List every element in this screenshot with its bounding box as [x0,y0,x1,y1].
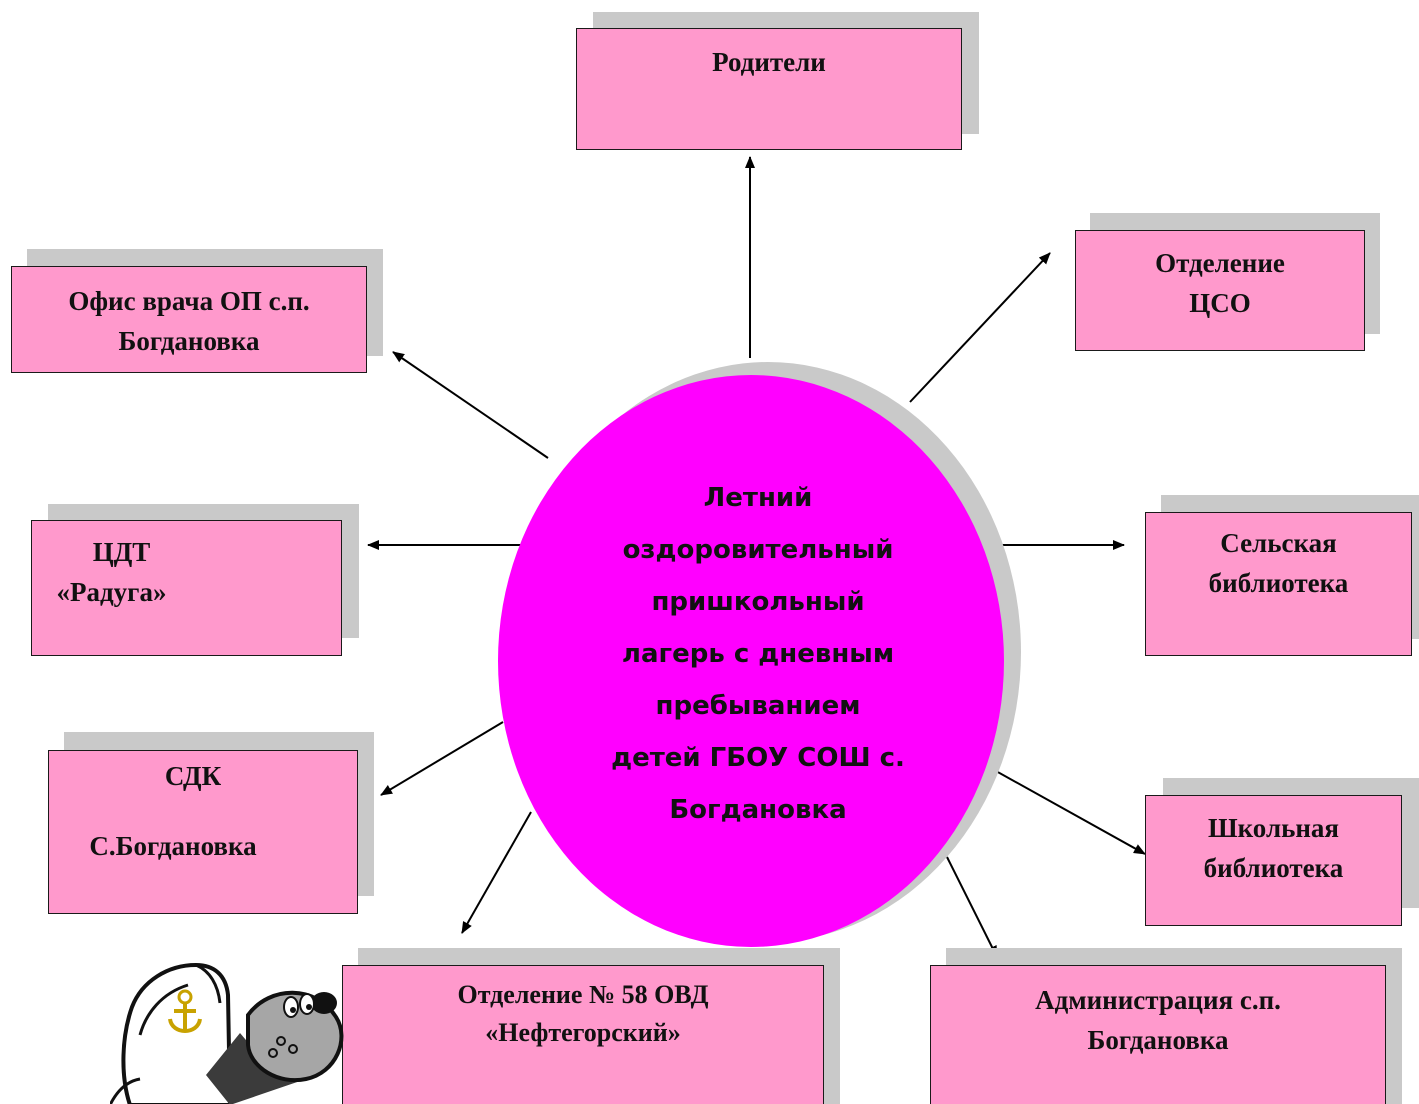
node-administration-line2: Богдановка [1087,1025,1229,1055]
node-cso-branch-line1: Отделение [1155,248,1285,278]
cartoon-wolf-sailor-icon [110,962,344,1104]
center-node: Летний оздоровительный пришкольный лагер… [498,375,1004,947]
arrow-to-police [461,811,532,934]
node-school-library-line1: Школьная [1207,813,1340,843]
node-parents-label: Родители [712,47,826,77]
node-administration: Администрация с.п. Богдановка [930,965,1386,1104]
node-parents: Родители [576,28,962,150]
arrow-to-sdk [380,721,504,796]
node-rural-library-line2: библиотека [1208,568,1349,598]
arrow-to-cso-branch [909,252,1051,403]
node-rural-library-line1: Сельская [1220,528,1337,558]
node-school-library-line2: библиотека [1203,853,1344,883]
node-cdt-raduga-line2: «Радуга» [56,577,167,607]
node-administration-line1: Администрация с.п. [1035,985,1281,1015]
arrow-to-doctor-office [392,351,549,459]
anchor-badge-icon [168,989,202,1033]
node-cdt-raduga-line1: ЦДТ [92,537,151,567]
node-doctor-office-line2: Богдановка [118,326,260,356]
node-doctor-office: Офис врача ОП с.п. Богдановка [11,266,367,373]
node-sdk-line1: СДК [164,761,222,791]
node-police-line2: «Нефтегорский» [485,1018,681,1047]
node-cso-branch-line2: ЦСО [1189,288,1251,318]
node-sdk: СДК С.Богдановка [48,750,358,914]
node-police-line1: Отделение № 58 ОВД [457,980,709,1009]
node-cso-branch: Отделение ЦСО [1075,230,1365,351]
node-cdt-raduga: ЦДТ «Радуга» [31,520,342,656]
node-police: Отделение № 58 ОВД «Нефтегорский» [342,965,824,1104]
node-school-library: Школьная библиотека [1145,795,1402,926]
center-label: Летний оздоровительный пришкольный лагер… [611,483,905,825]
arrow-to-school-library [977,760,1146,855]
node-rural-library: Сельская библиотека [1145,512,1412,656]
node-doctor-office-line1: Офис врача ОП с.п. [68,286,310,316]
node-sdk-line2: С.Богдановка [89,831,257,861]
arrow-to-administration [946,856,998,958]
